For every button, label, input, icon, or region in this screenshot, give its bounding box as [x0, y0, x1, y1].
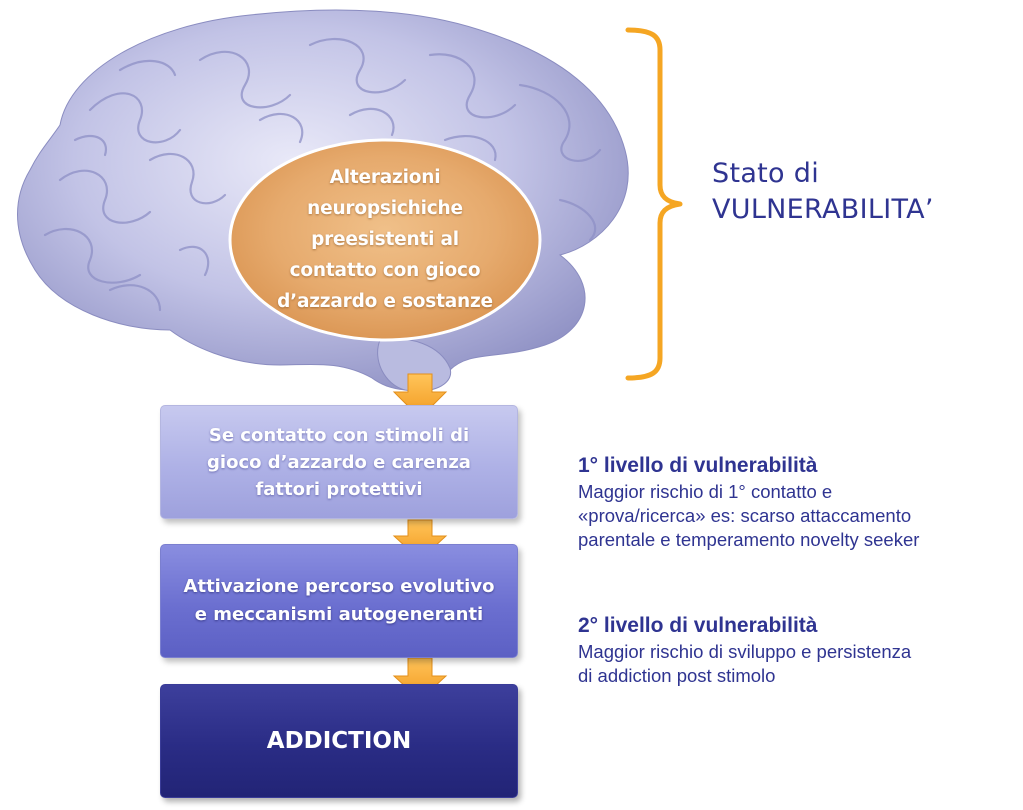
oval-line: contatto con gioco	[289, 259, 481, 281]
level-line: Maggior rischio di sviluppo e persistenz…	[578, 641, 912, 662]
flow-box-line: fattori protettivi	[255, 478, 423, 500]
oval-label: Alterazioni neuropsichiche preesistenti …	[232, 146, 538, 332]
level-title: 1° livello di vulnerabilità	[578, 454, 818, 477]
flow-box-activation: Attivazione percorso evolutivo e meccani…	[160, 544, 518, 658]
level-2-description: 2° livello di vulnerabilità Maggior risc…	[578, 612, 911, 688]
flow-box-line: gioco d’azzardo e carenza	[207, 451, 471, 473]
level-1-description: 1° livello di vulnerabilità Maggior risc…	[578, 452, 919, 552]
brain-folds	[43, 37, 602, 312]
flow-box-line: e meccanismi autogeneranti	[194, 604, 484, 625]
oval-line: preesistenti al	[311, 228, 459, 250]
level-line: parentale e temperamento novelty seeker	[578, 529, 920, 550]
level-line: di addiction post stimolo	[578, 665, 776, 686]
flow-box-contact: Se contatto con stimoli di gioco d’azzar…	[160, 405, 518, 519]
oval-line: neuropsichiche	[307, 197, 463, 219]
level-title: 2° livello di vulnerabilità	[578, 614, 818, 637]
vulnerability-oval	[228, 138, 542, 342]
flow-box-line: Attivazione percorso evolutivo	[183, 576, 495, 597]
right-bracket	[625, 27, 683, 381]
oval-line: d’azzardo e sostanze	[277, 290, 493, 312]
flow-box-line: ADDICTION	[266, 728, 412, 754]
vulnerability-label-line: Stato di	[712, 158, 819, 189]
oval-line: Alterazioni	[329, 166, 441, 188]
level-line: «prova/ricerca» es: scarso attaccamento	[578, 505, 912, 526]
flow-box-addiction: ADDICTION	[160, 684, 518, 798]
vulnerability-label-line: VULNERABILITA’	[712, 194, 934, 225]
vulnerability-state-label: Stato di VULNERABILITA’	[712, 156, 934, 228]
flow-box-line: Se contatto con stimoli di	[208, 424, 470, 446]
level-line: Maggior rischio di 1° contatto e	[578, 481, 833, 502]
